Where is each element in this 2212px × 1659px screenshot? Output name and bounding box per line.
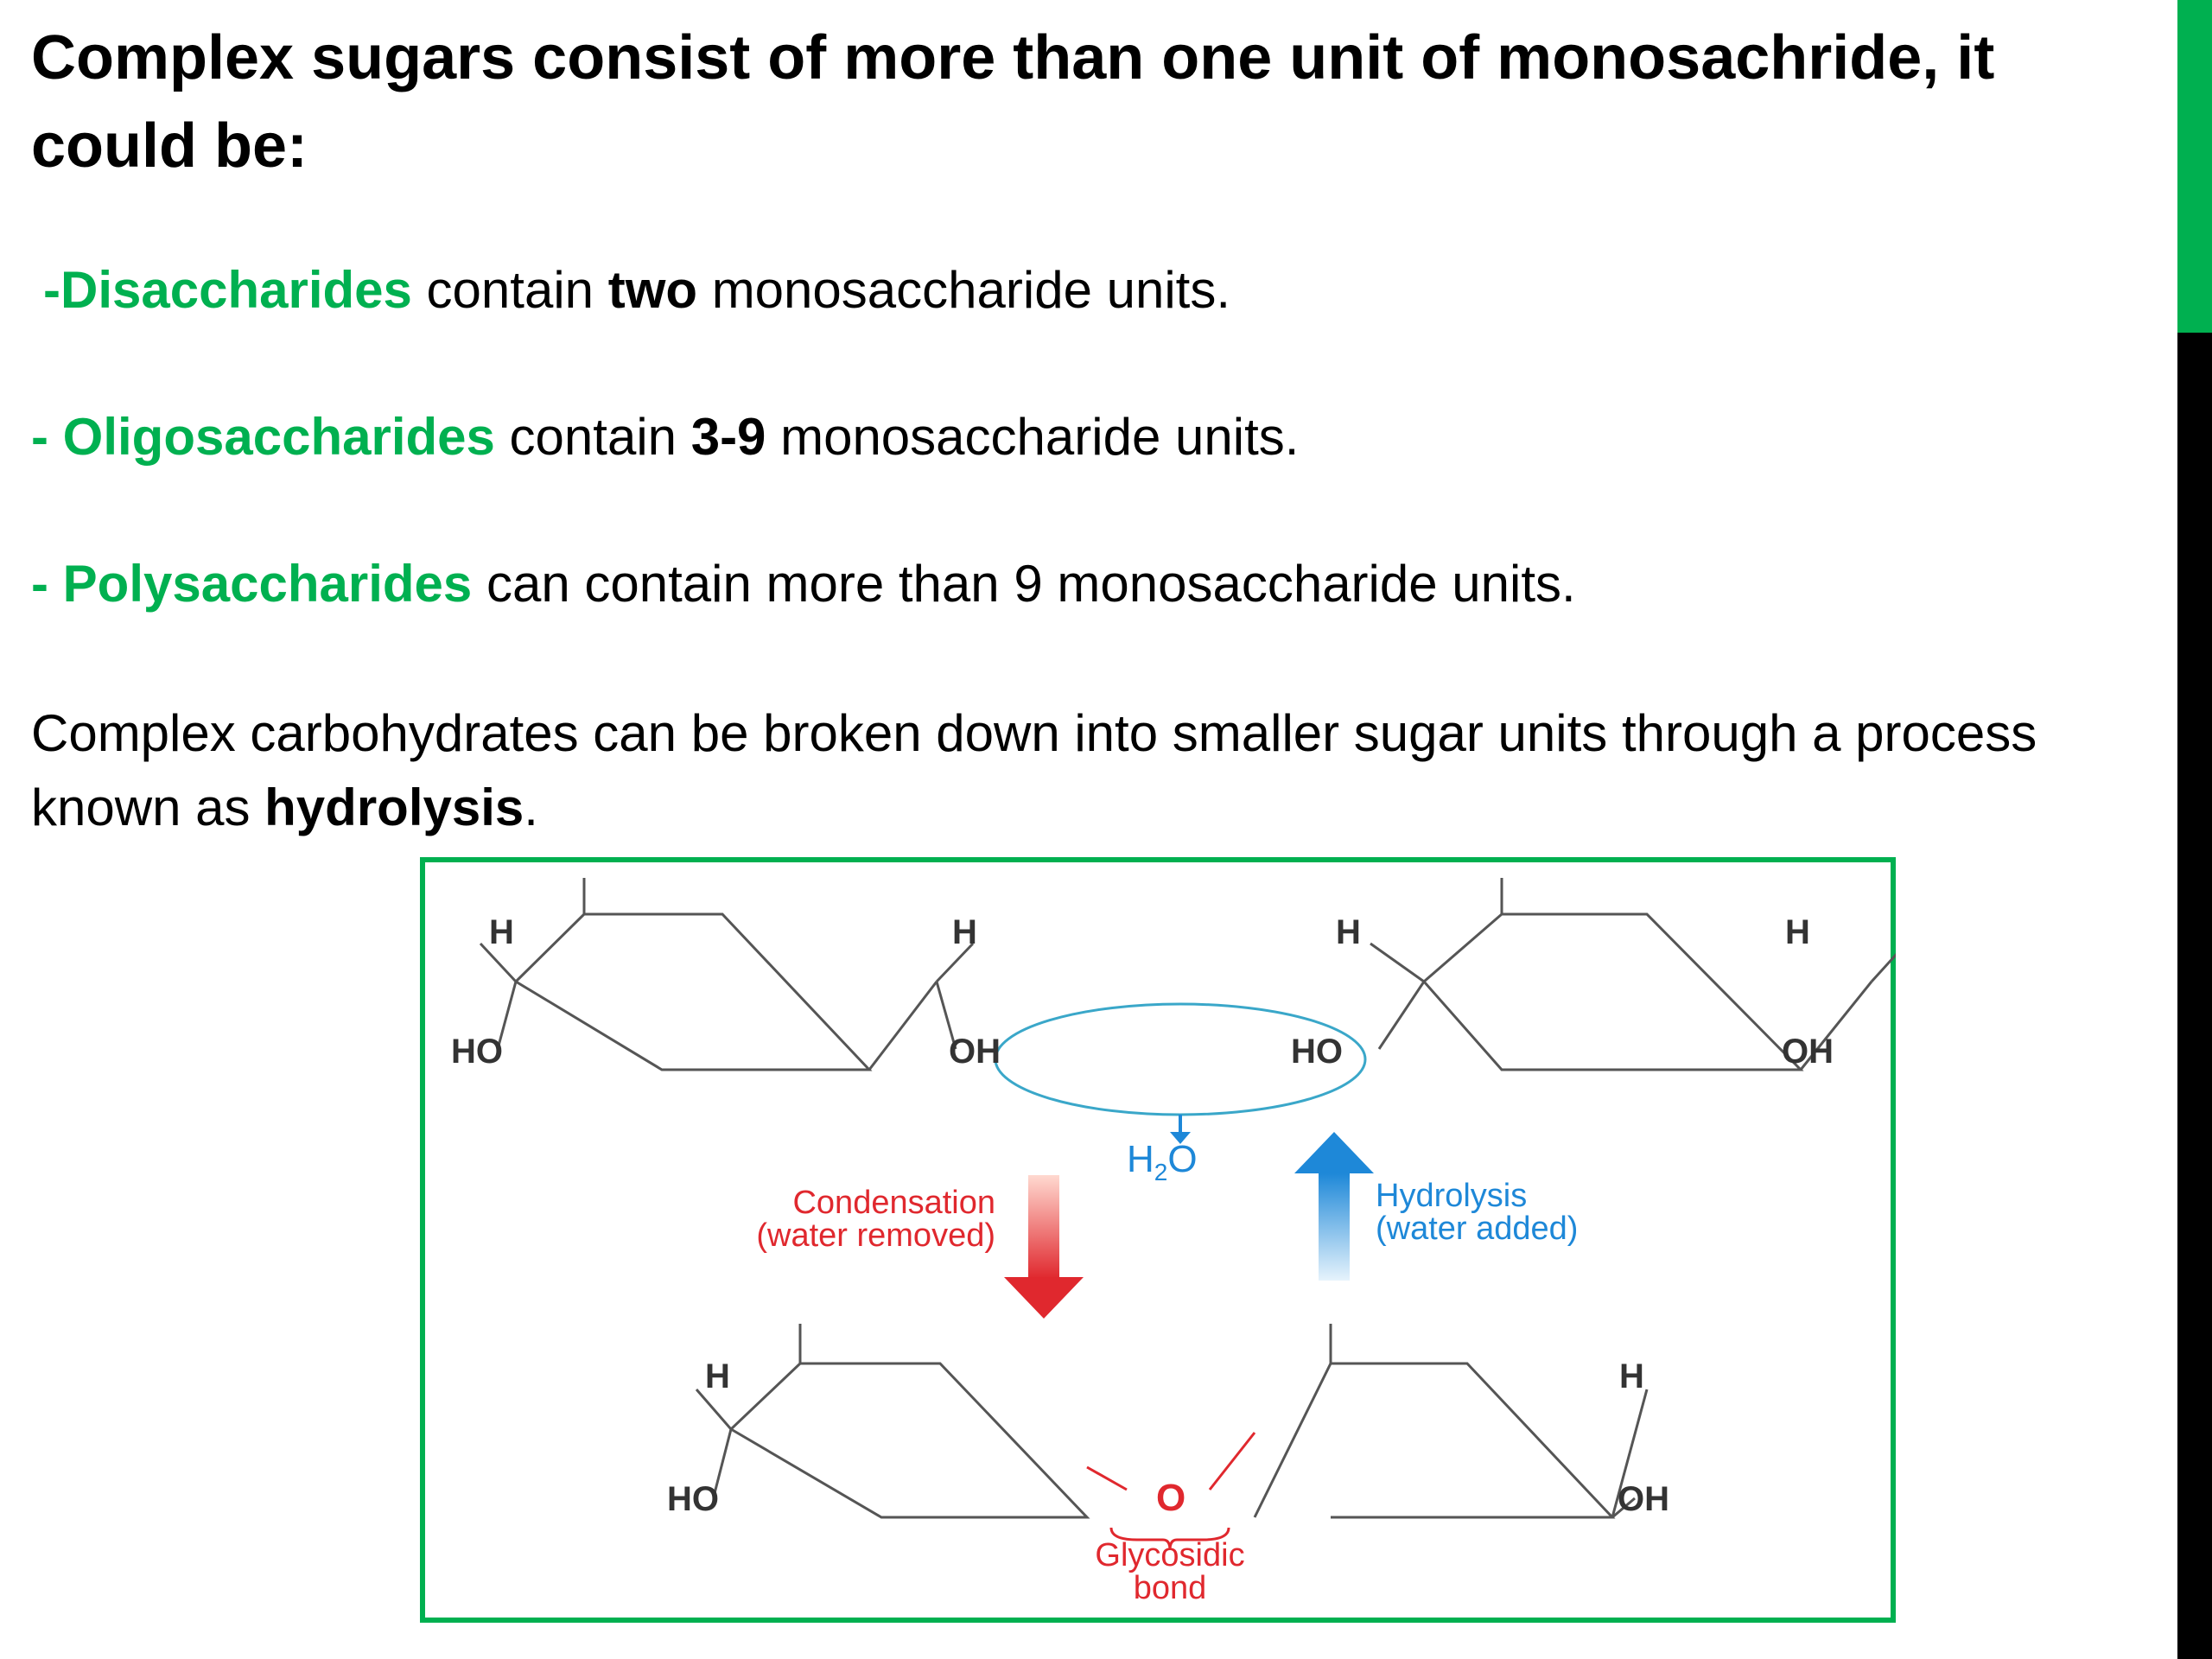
label-h-top-right: H <box>1785 913 1810 951</box>
bullet-emphasis: two <box>607 261 698 319</box>
label-oh-top-right: OH <box>1782 1033 1834 1071</box>
bottom-ring-right <box>1253 1324 1649 1519</box>
condensation-label-line2: (water removed) <box>756 1217 995 1254</box>
label-h-top-left: H <box>489 913 514 951</box>
bullet-prefix: - <box>31 408 63 466</box>
bullet-polysaccharides: - Polysaccharides can contain more than … <box>31 550 2139 619</box>
condensation-label-line1: Condensation <box>792 1185 995 1221</box>
glycosidic-label-line1: Glycosidic <box>1095 1537 1244 1573</box>
bullet-suffix: monosaccharide units. <box>697 261 1231 319</box>
label-oh-top-mid-left: OH <box>949 1033 1001 1071</box>
bullet-term: Polysaccharides <box>62 555 473 613</box>
label-h-bottom-left: H <box>705 1357 730 1395</box>
label-ho-top-mid-right: HO <box>1291 1033 1343 1071</box>
label-h-bottom-right: H <box>1619 1357 1644 1395</box>
bullet-middle: can contain more than 9 monosaccharide u… <box>472 555 1576 613</box>
bullet-middle: contain <box>411 261 608 319</box>
paragraph-text: Complex carbohydrates can be broken down… <box>31 704 2037 836</box>
bullet-oligosaccharides: - Oligosaccharides contain 3-9 monosacch… <box>31 403 2139 472</box>
label-h-top-mid-right: H <box>1336 913 1361 951</box>
water-arrow-head <box>1170 1132 1191 1144</box>
diagram-svg: H HO H OH H HO H OH H2O Condensation (wa… <box>420 857 1896 1623</box>
top-ring-right <box>1370 878 1873 1071</box>
condensation-arrow-head <box>1004 1277 1084 1319</box>
hydrolysis-arrow-shaft <box>1319 1173 1350 1281</box>
bullet-suffix: monosaccharide units. <box>766 408 1300 466</box>
label-ho-top-left: HO <box>451 1033 503 1071</box>
bullet-term: Oligosaccharides <box>62 408 495 466</box>
bullet-prefix: - <box>31 555 63 613</box>
sidebar-accent-black <box>2177 333 2212 1659</box>
diagram-frame <box>420 857 1896 1623</box>
water-subscript: 2 <box>1154 1159 1168 1185</box>
bullet-prefix: - <box>43 261 60 319</box>
water-o: O <box>1167 1138 1197 1180</box>
hydrolysis-arrow-head <box>1294 1132 1374 1173</box>
water-label: H2O <box>1127 1138 1198 1185</box>
bottom-ring-left <box>695 1324 1090 1519</box>
glycosidic-label-line2: bond <box>1134 1570 1207 1606</box>
hydrolysis-diagram: H HO H OH H HO H OH H2O Condensation (wa… <box>420 857 1896 1623</box>
bullet-disaccharides: -Disaccharides contain two monosaccharid… <box>43 256 2152 325</box>
label-oh-bottom-right: OH <box>1618 1480 1669 1518</box>
slide-heading: Complex sugars consist of more than one … <box>31 23 1995 181</box>
glycosidic-brace <box>1109 1527 1230 1551</box>
hydrolysis-label-line1: Hydrolysis <box>1376 1178 1527 1214</box>
label-h-top-mid-left: H <box>952 913 977 951</box>
hydrolysis-label-line2: (water added) <box>1376 1211 1578 1247</box>
paragraph-end: . <box>524 779 538 836</box>
top-ring-right-bonds <box>1870 952 1896 983</box>
sidebar-accent-green <box>2177 0 2212 333</box>
water-h: H <box>1127 1138 1154 1180</box>
label-ho-bottom-left: HO <box>667 1480 719 1518</box>
glycosidic-bond-lines <box>1086 1432 1256 1491</box>
hydrolysis-paragraph: Complex carbohydrates can be broken down… <box>31 696 2122 845</box>
condensation-arrow-shaft <box>1028 1175 1059 1279</box>
paragraph-emphasis: hydrolysis <box>264 779 524 836</box>
top-ring-left <box>479 878 938 1071</box>
bullet-middle: contain <box>494 408 691 466</box>
top-ring-left-bonds <box>935 942 975 1050</box>
bullet-emphasis: 3-9 <box>690 408 766 466</box>
label-o-glycosidic: O <box>1156 1477 1185 1519</box>
bullet-term: Disaccharides <box>60 261 412 319</box>
